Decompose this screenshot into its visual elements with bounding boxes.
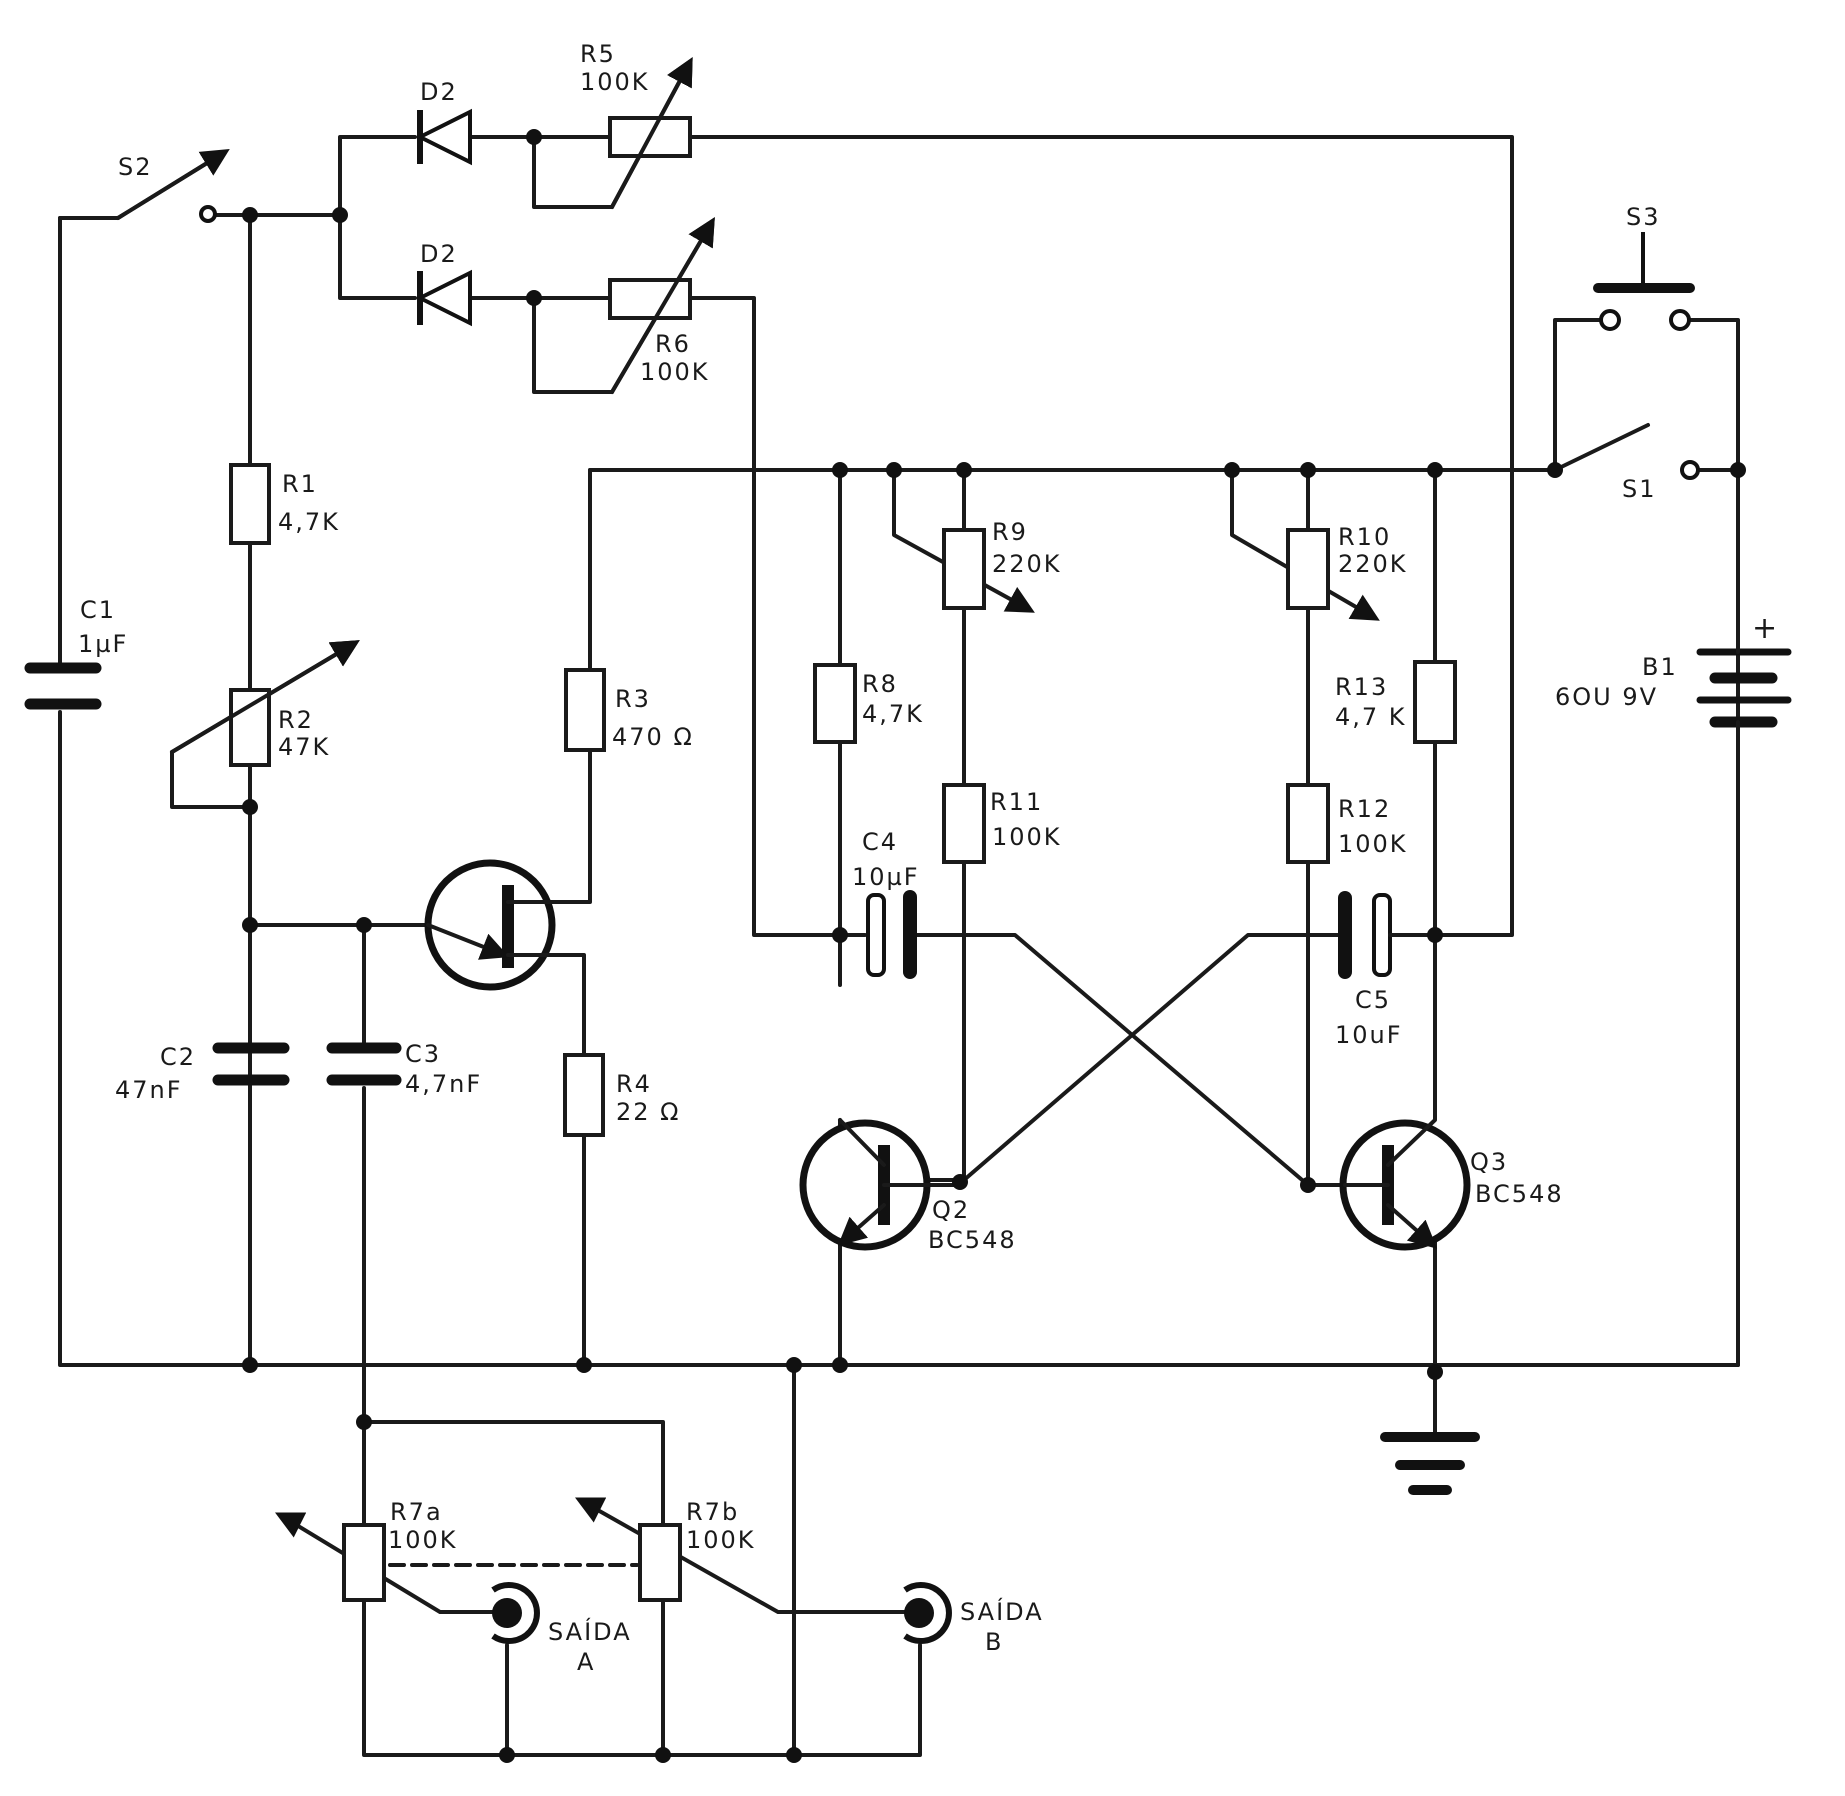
q2-transistor: Q2 BC548 — [799, 1118, 1017, 1254]
c2-capacitor: C2 47nF — [115, 1042, 290, 1104]
r11-value: 100K — [992, 823, 1062, 851]
s2-switch: S2 — [116, 149, 230, 223]
c5-value: 10uF — [1335, 1021, 1403, 1049]
c5-label: C5 — [1355, 986, 1391, 1014]
c3-capacitor: C3 4,7nF — [326, 1040, 482, 1098]
output-jack-a: SAÍDA A — [491, 1582, 632, 1676]
c2-label: C2 — [160, 1043, 196, 1071]
r2-potentiometer: R2 47K — [170, 640, 360, 767]
b1-label: B1 — [1642, 653, 1678, 681]
r3-resistor: R3 470 Ω — [564, 668, 694, 752]
r2-value: 47K — [278, 733, 330, 761]
r5-potentiometer: R5 100K — [580, 40, 693, 209]
c5-capacitor: C5 10uF — [1335, 891, 1434, 1049]
r9-label: R9 — [992, 518, 1028, 546]
r7a-value: 100K — [388, 1526, 458, 1554]
q3-label: Q3 — [1470, 1148, 1508, 1176]
r7b-label: R7b — [686, 1498, 739, 1526]
output-a-label: SAÍDA — [548, 1617, 632, 1646]
r12-label: R12 — [1338, 795, 1391, 823]
d2-top-diode: D2 — [415, 78, 472, 166]
r13-resistor: R13 4,7 K — [1335, 660, 1457, 744]
r13-value: 4,7 K — [1335, 703, 1407, 731]
output-jack-b: SAÍDA B — [903, 1582, 1044, 1656]
r4-resistor: R4 22 Ω — [563, 1053, 681, 1137]
s1-label: S1 — [1622, 475, 1657, 503]
junction-dots — [242, 129, 1746, 1763]
r3-value: 470 Ω — [612, 723, 694, 751]
r12-value: 100K — [1338, 830, 1408, 858]
c3-value: 4,7nF — [405, 1070, 482, 1098]
r7b-potentiometer: R7b 100K — [638, 1498, 756, 1602]
d2-bottom-label: D2 — [420, 240, 458, 268]
s1-switch: S1 — [1622, 460, 1700, 503]
r11-resistor: R11 100K — [942, 783, 1062, 864]
r12-resistor: R12 100K — [1286, 783, 1408, 864]
r1-resistor: R1 4,7K — [229, 463, 340, 545]
r8-label: R8 — [862, 670, 898, 698]
r5-label: R5 — [580, 40, 616, 68]
q3-value: BC548 — [1475, 1180, 1564, 1208]
c3-label: C3 — [405, 1040, 441, 1068]
q2-value: BC548 — [928, 1226, 1017, 1254]
c1-label: C1 — [80, 596, 116, 624]
r7b-value: 100K — [686, 1526, 756, 1554]
r13-label: R13 — [1335, 673, 1388, 701]
ujt-transistor — [424, 859, 557, 991]
s2-label: S2 — [118, 153, 153, 181]
b1-battery: + B1 6OU 9V — [1555, 468, 1792, 1367]
r7a-label: R7a — [390, 1498, 443, 1526]
s3-label: S3 — [1626, 203, 1661, 231]
wires — [58, 57, 1740, 1757]
r10-potentiometer: R10 220K — [1286, 523, 1408, 610]
output-b-letter: B — [985, 1628, 1003, 1656]
q2-label: Q2 — [932, 1196, 970, 1224]
r6-label: R6 — [655, 330, 691, 358]
output-a-letter: A — [577, 1648, 595, 1676]
output-b-label: SAÍDA — [960, 1597, 1044, 1626]
c4-capacitor: C4 10µF — [852, 828, 920, 979]
d2-bottom-diode: D2 — [415, 240, 472, 327]
r6-potentiometer: R6 100K — [608, 217, 715, 394]
c4-label: C4 — [862, 828, 898, 856]
r1-label: R1 — [282, 470, 318, 498]
r4-label: R4 — [616, 1070, 652, 1098]
r8-resistor: R8 4,7K — [813, 663, 924, 744]
b1-polarity: + — [1752, 611, 1779, 646]
r4-value: 22 Ω — [616, 1098, 681, 1126]
c1-capacitor: C1 1µF — [24, 596, 128, 710]
d2-top-label: D2 — [420, 78, 458, 106]
b1-value: 6OU 9V — [1555, 683, 1658, 711]
s3-push-button: S3 — [1593, 203, 1695, 331]
r8-value: 4,7K — [862, 700, 924, 728]
r5-value: 100K — [580, 68, 650, 96]
c2-value: 47nF — [115, 1076, 183, 1104]
r2-label: R2 — [278, 706, 314, 734]
r9-potentiometer: R9 220K — [942, 518, 1062, 610]
r1-value: 4,7K — [278, 508, 340, 536]
c1-value: 1µF — [78, 630, 128, 658]
r9-value: 220K — [992, 550, 1062, 578]
c4-value: 10µF — [852, 863, 920, 891]
r10-label: R10 — [1338, 523, 1391, 551]
q3-transistor: Q3 BC548 — [1339, 1088, 1564, 1251]
r7a-potentiometer: R7a 100K — [342, 1498, 458, 1602]
r3-label: R3 — [615, 685, 651, 713]
r11-label: R11 — [990, 788, 1043, 816]
r10-value: 220K — [1338, 550, 1408, 578]
ground-symbol — [1380, 1432, 1480, 1495]
r6-value: 100K — [640, 358, 710, 386]
